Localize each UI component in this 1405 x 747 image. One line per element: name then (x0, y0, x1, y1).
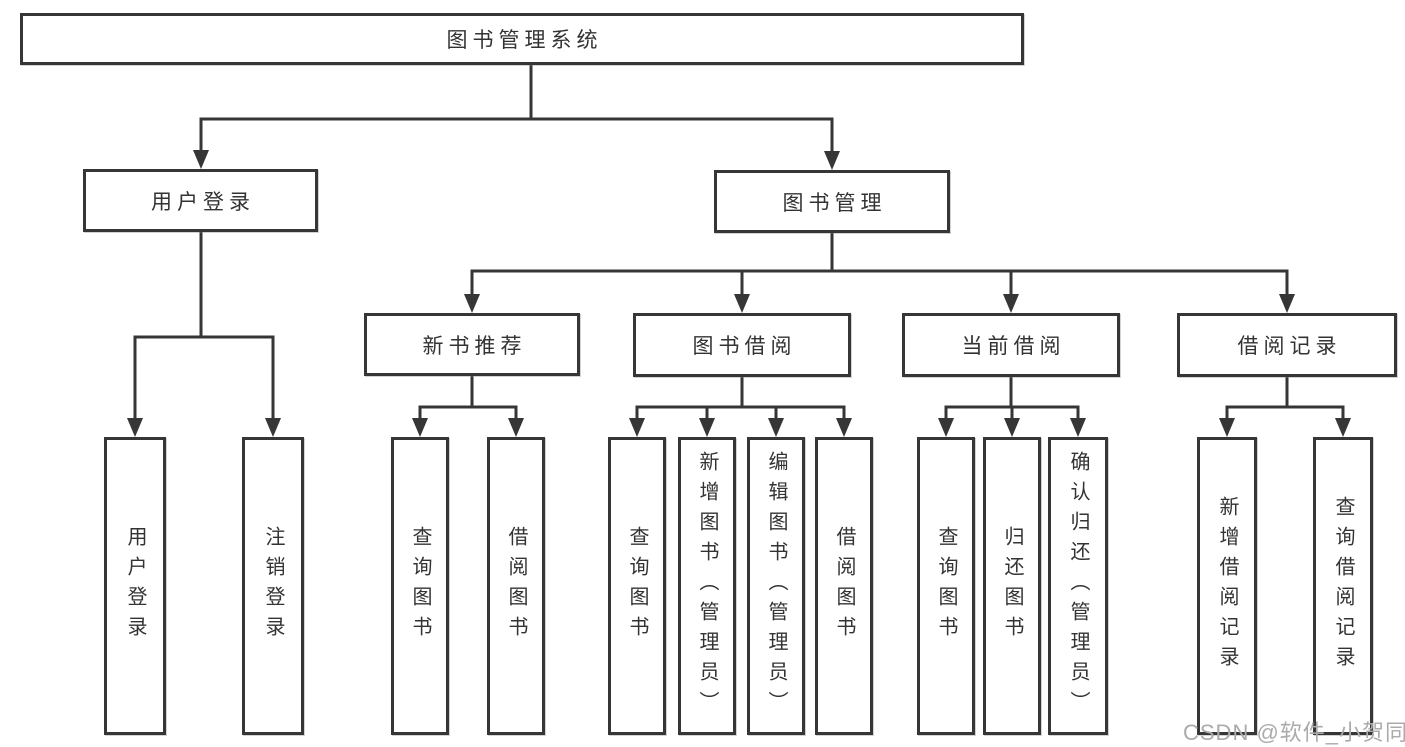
leaf-label: 借阅图书 (505, 526, 527, 646)
node-root-system: 图书管理系统 (20, 13, 1024, 65)
leaf-return-books: 归还图书 (983, 437, 1041, 735)
leaf-label: 注销登录 (262, 526, 284, 646)
leaf-label: 归还图书 (1001, 526, 1023, 646)
leaf-label: 查询图书 (626, 526, 648, 646)
csdn-watermark: CSDN @软件_小贺同学 (1183, 720, 1405, 745)
leaf-add-books-admin: 新增图书（管理员） (678, 437, 736, 735)
arrowheads (127, 150, 1351, 437)
leaf-query-books-2: 查询图书 (608, 437, 666, 735)
leaf-label: 确认归还（管理员） (1067, 451, 1089, 721)
node-borrow-records: 借阅记录 (1177, 313, 1397, 377)
leaf-user-login: 用户登录 (104, 437, 166, 735)
node-new-book-recommend: 新书推荐 (364, 313, 580, 376)
leaf-logout: 注销登录 (242, 437, 304, 735)
leaf-borrow-books-1: 借阅图书 (487, 437, 545, 735)
node-user-login-module: 用户登录 (83, 169, 318, 232)
leaf-query-books-3: 查询图书 (917, 437, 975, 735)
connector-lines (133, 63, 1345, 420)
leaf-label: 查询借阅记录 (1332, 496, 1354, 676)
leaf-query-books-1: 查询图书 (391, 437, 449, 735)
leaf-label: 编辑图书（管理员） (765, 451, 787, 721)
leaf-label: 查询图书 (935, 526, 957, 646)
leaf-label: 用户登录 (124, 526, 146, 646)
node-book-borrow: 图书借阅 (633, 313, 851, 377)
leaf-label: 新增图书（管理员） (696, 451, 718, 721)
node-current-borrow: 当前借阅 (902, 313, 1120, 377)
leaf-label: 借阅图书 (833, 526, 855, 646)
node-book-management-module: 图书管理 (714, 170, 950, 233)
leaf-label: 新增借阅记录 (1216, 496, 1238, 676)
leaf-borrow-books-2: 借阅图书 (815, 437, 873, 735)
leaf-label: 查询图书 (409, 526, 431, 646)
leaf-edit-books-admin: 编辑图书（管理员） (747, 437, 805, 735)
leaf-confirm-return-admin: 确认归还（管理员） (1048, 437, 1108, 735)
leaf-query-borrow-record: 查询借阅记录 (1313, 437, 1373, 735)
leaf-add-borrow-record: 新增借阅记录 (1197, 437, 1257, 735)
